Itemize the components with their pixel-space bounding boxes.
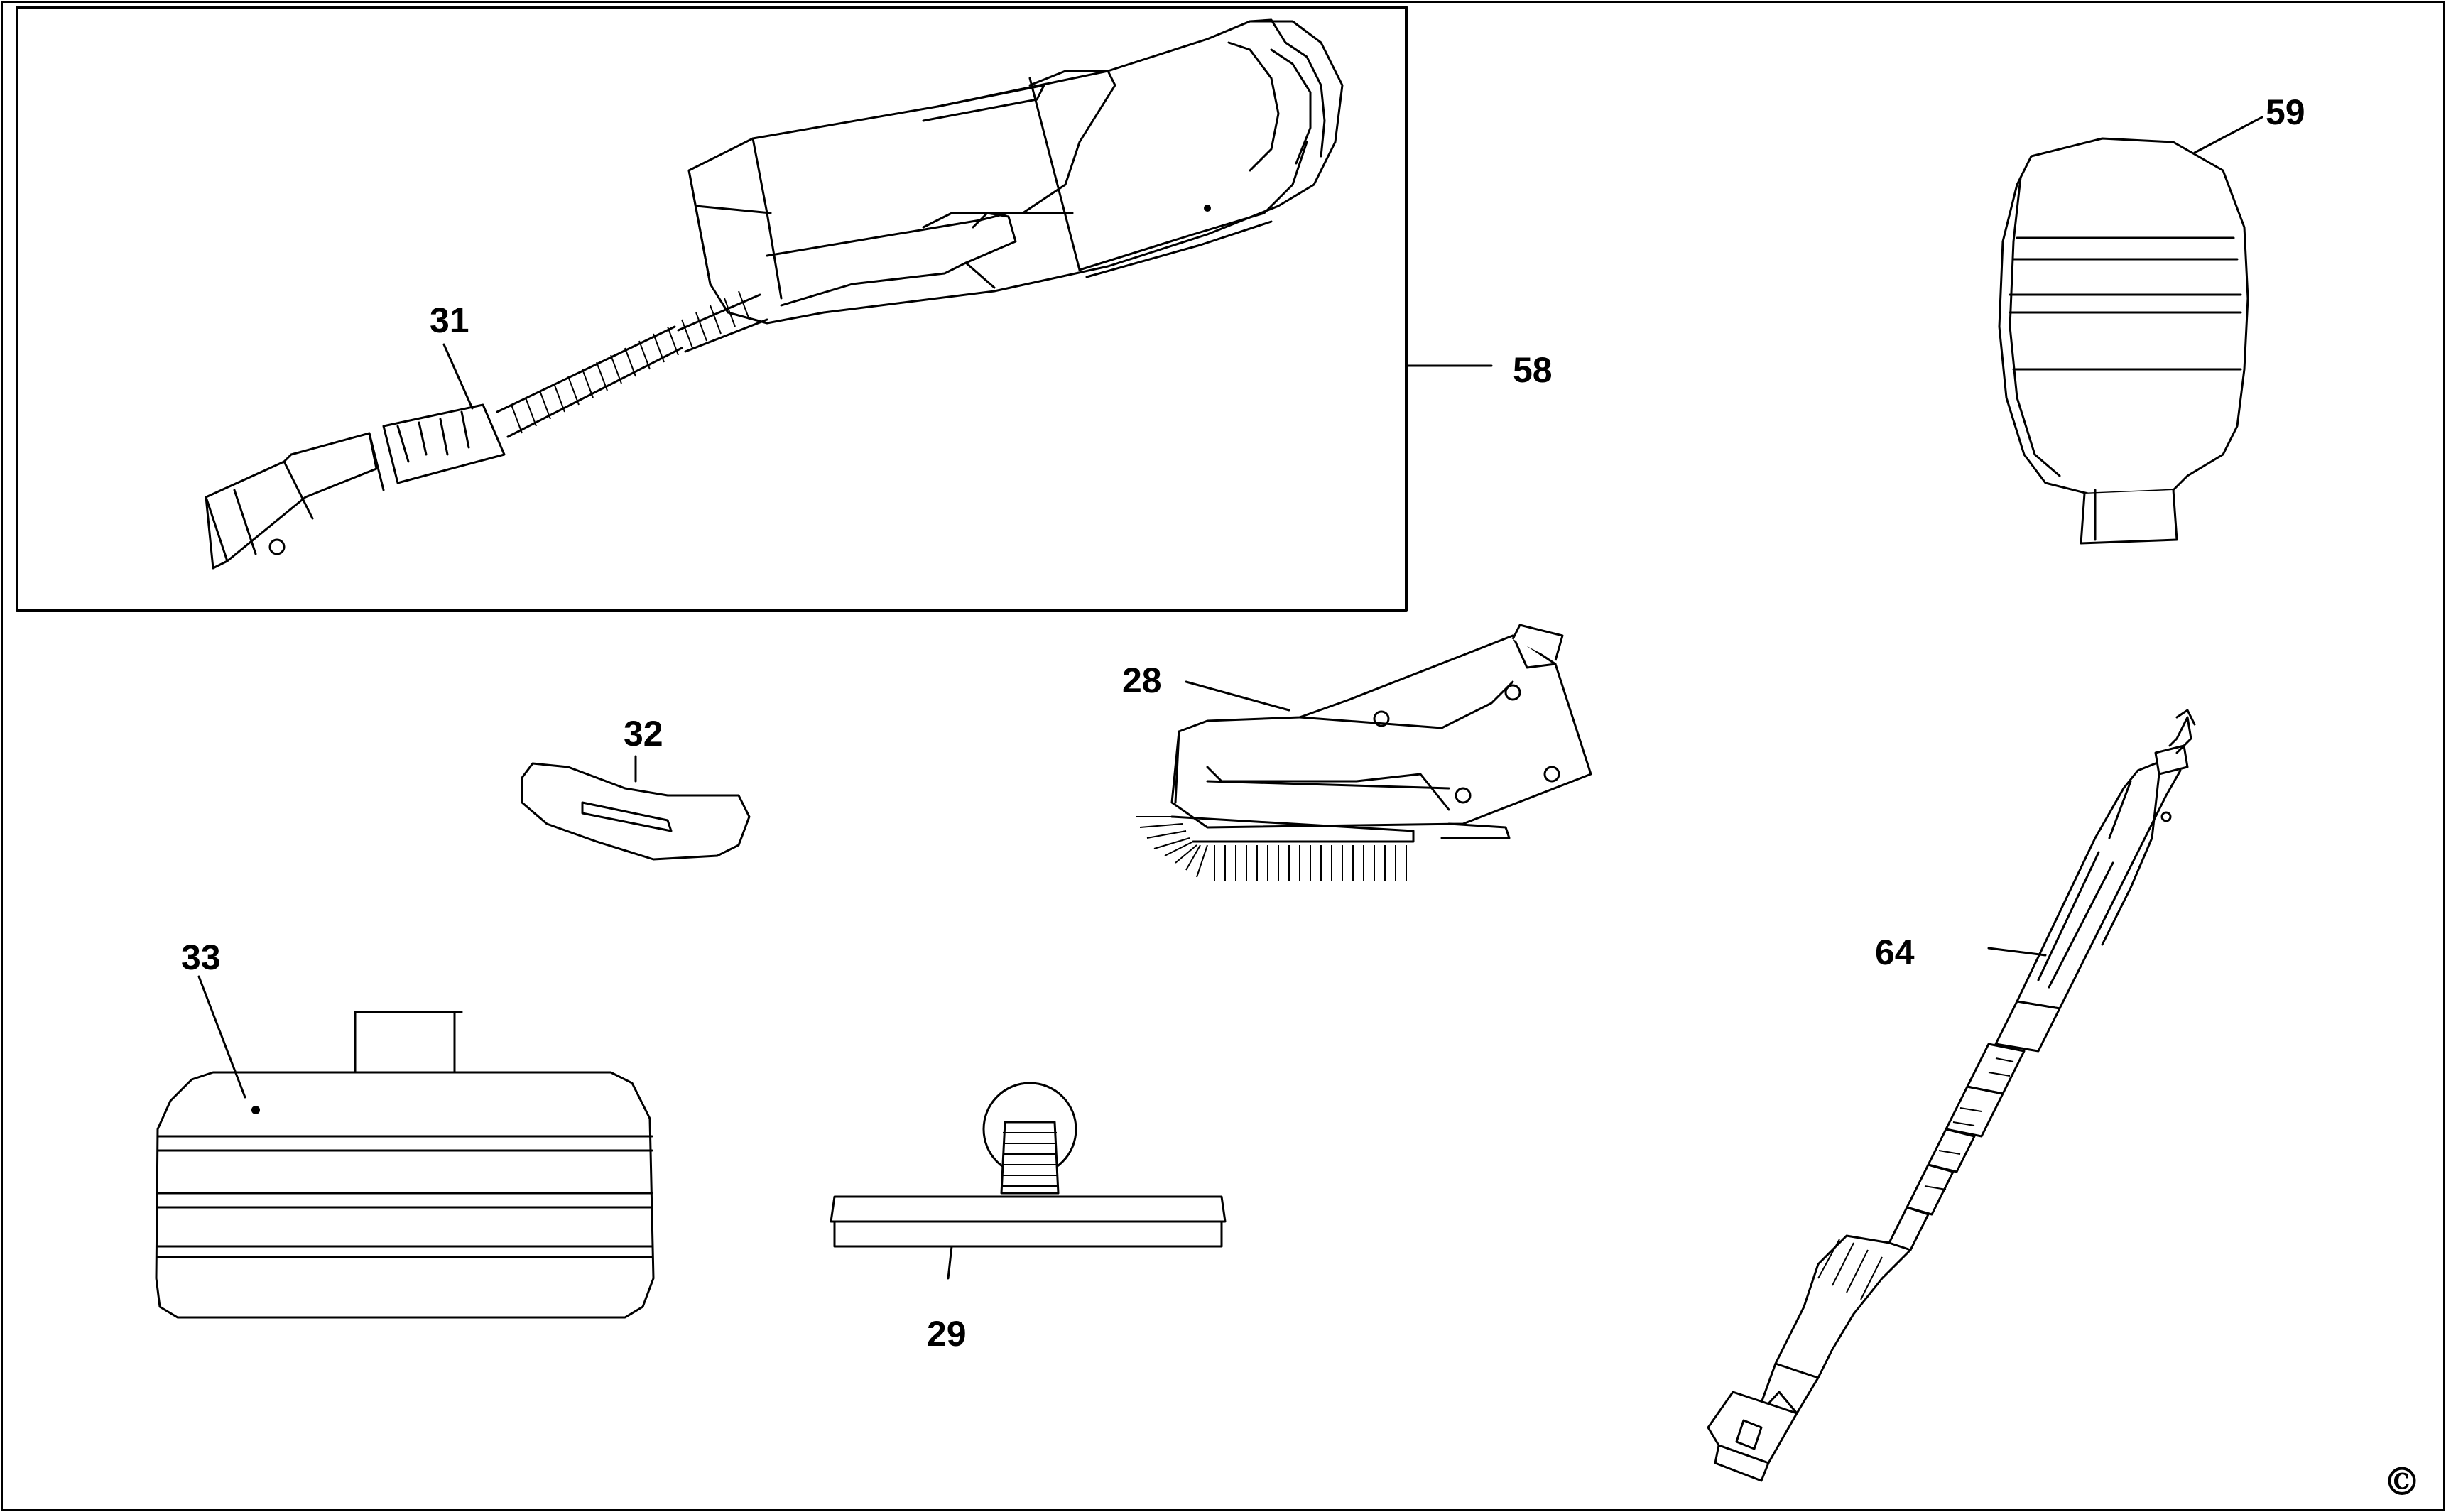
callout-label: 64 — [1875, 932, 1915, 972]
flex-hose-icon — [205, 290, 768, 570]
cloth-mitt-icon — [1998, 137, 2249, 545]
leader-31 — [442, 343, 474, 410]
callout-label: 33 — [181, 937, 221, 977]
callout-label: 32 — [624, 714, 663, 754]
steamer-handle-icon — [687, 18, 1344, 325]
extension-hose-icon — [1707, 709, 2196, 1482]
leader-59 — [2193, 116, 2263, 154]
brush-head-icon — [1136, 624, 1592, 881]
leader-33 — [197, 975, 246, 1099]
callout-label: 29 — [927, 1314, 967, 1354]
pad-icon — [521, 762, 751, 861]
callout-label: 58 — [1513, 350, 1553, 390]
leader-64 — [1987, 947, 2047, 957]
callout-label: 31 — [430, 300, 469, 340]
floor-cloth-icon — [155, 1011, 655, 1319]
leader-29 — [947, 1245, 953, 1280]
copyright-mark: © — [2383, 1459, 2421, 1504]
leader-28 — [1185, 680, 1290, 712]
squeegee-icon — [830, 1082, 1227, 1248]
callout-label: 59 — [2266, 92, 2305, 132]
callout-label: 28 — [1122, 660, 1162, 700]
assembly-frame — [16, 6, 1408, 612]
